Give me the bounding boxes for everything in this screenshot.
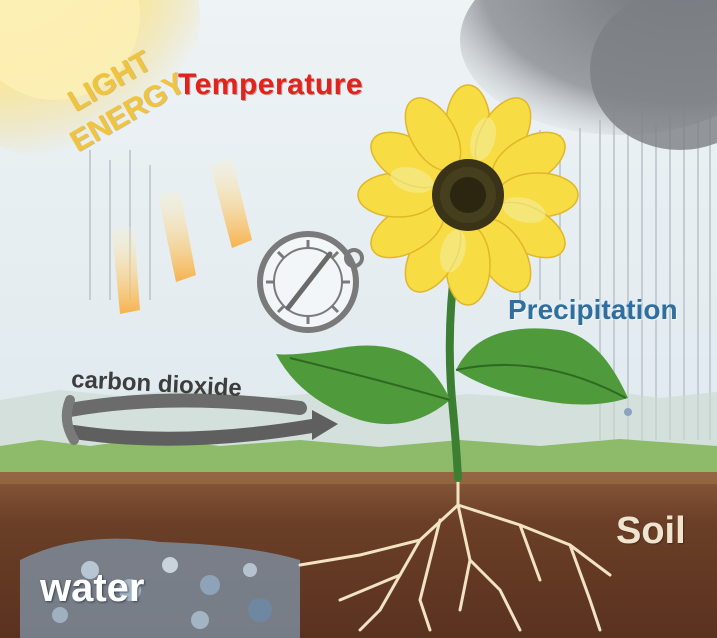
temperature-label: Temperature	[178, 68, 364, 101]
sunflower-icon	[357, 84, 579, 306]
circular-arrows-icon	[61, 393, 338, 446]
thermometer-dial-icon	[257, 231, 364, 333]
stem	[445, 254, 462, 482]
soil-label: Soil	[616, 510, 686, 552]
roots	[298, 476, 612, 632]
precipitation-label: Precipitation	[508, 294, 678, 325]
sun-icon	[0, 0, 200, 160]
groundwater-patch	[20, 538, 300, 638]
water-label: water	[40, 566, 145, 610]
light-rays	[112, 158, 252, 314]
right-leaf	[455, 328, 632, 416]
grass	[0, 438, 717, 478]
left-leaf	[276, 345, 451, 425]
